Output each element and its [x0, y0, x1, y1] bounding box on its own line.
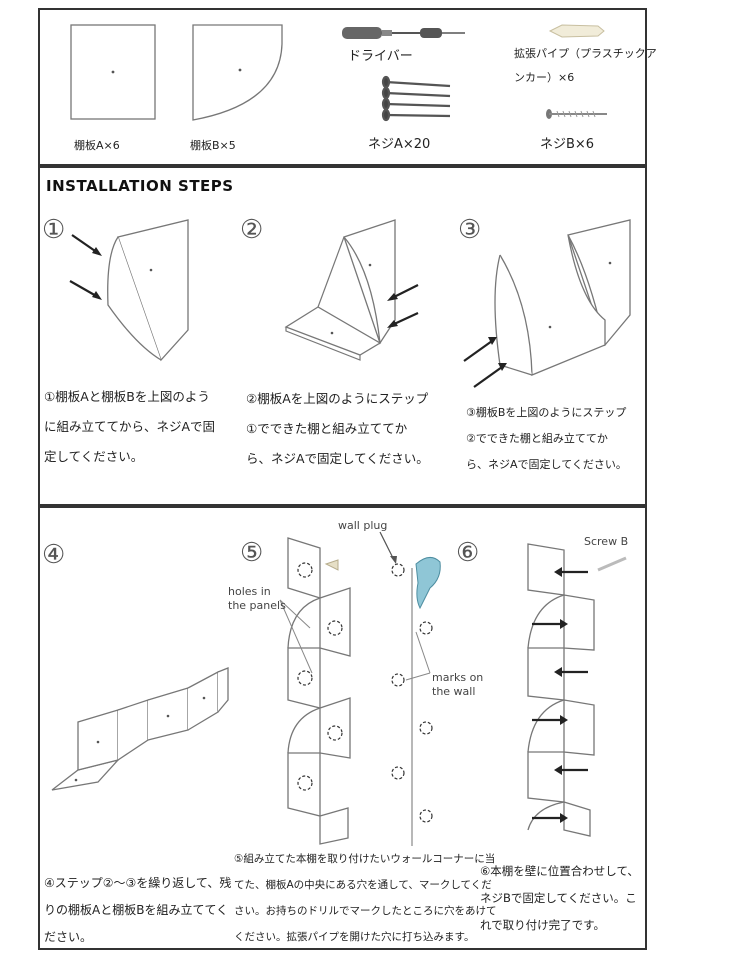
- step-1-text-line: に組み立ててから、ネジAで固: [44, 419, 216, 434]
- step-3-number: ③: [458, 215, 482, 245]
- step-3-text: ③棚板Bを上図のようにステップ ②でできた棚と組み立ててか ら、ネジAで固定して…: [466, 400, 627, 478]
- step-3-text-line: ら、ネジAで固定してください。: [466, 458, 627, 471]
- step-4-text: ④ステップ②～③を繰り返して、残 りの棚板Aと棚板Bを組み立ててく ださい。: [44, 870, 231, 951]
- step-6-text-line: ⑥本棚を壁に位置合わせして、: [480, 864, 639, 878]
- step-1-text: ①棚板Aと棚板Bを上図のよう に組み立ててから、ネジAで固 定してください。: [44, 382, 215, 472]
- step-5-text-line: てた、棚板Aの中央にある穴を通して、マークしてくだ: [234, 879, 492, 891]
- shelf-b-label: 棚板B×5: [190, 139, 236, 152]
- step-2-illustration: [284, 219, 419, 361]
- step-4-illustration: [51, 667, 229, 791]
- step-2-text-line: ①でできた棚と組み立ててか: [246, 421, 408, 436]
- parts-section: [38, 8, 647, 166]
- shelf-a-label: 棚板A×6: [74, 139, 120, 152]
- step-4-number: ④: [42, 540, 66, 570]
- step-4-text-line: ださい。: [44, 930, 93, 944]
- shelf-b-illustration: [192, 24, 283, 121]
- wall-anchor-label-1: 拡張パイプ（プラスチックア: [514, 47, 657, 60]
- steps-4-6-section: [38, 506, 647, 950]
- step-5-text-line: ください。拡張パイプを開けた穴に打ち込みます。: [234, 931, 475, 943]
- step-4-text-line: ④ステップ②～③を繰り返して、残: [44, 876, 232, 890]
- installation-steps-heading: INSTALLATION STEPS: [46, 177, 234, 195]
- step-5-text-line: ⑤組み立てた本棚を取り付けたいウォールコーナーに当: [234, 853, 496, 865]
- marks-annotation-1: marks on: [432, 671, 484, 684]
- step-6-illustration: [527, 543, 627, 837]
- wall-anchor-icon: [548, 24, 605, 38]
- step-5-text: ⑤組み立てた本棚を取り付けたいウォールコーナーに当 てた、棚板Aの中央にある穴を…: [234, 846, 497, 950]
- step-6-text: ⑥本棚を壁に位置合わせして、 ネジBで固定してください。こ れで取り付け完了です…: [480, 858, 639, 939]
- step-5-illustration: [279, 531, 441, 846]
- step-6-text-line: ネジBで固定してください。こ: [480, 891, 637, 905]
- screw-a-label: ネジA×20: [368, 137, 431, 152]
- screw-b-icon: [546, 109, 607, 119]
- wall-anchor-label-2: ンカー）×6: [514, 71, 575, 84]
- step-6-number: ⑥: [456, 538, 480, 568]
- screwdriver-icon: [342, 27, 465, 39]
- step-1-text-line: 定してください。: [44, 449, 144, 464]
- step-1-number: ①: [42, 215, 66, 245]
- step-3-text-line: ③棚板Bを上図のようにステップ: [466, 406, 627, 419]
- step-2-text: ②棚板Aを上図のようにステップ ①でできた棚と組み立ててか ら、ネジAで固定して…: [246, 384, 429, 474]
- screw-a-icon: [381, 75, 451, 122]
- marks-annotation-2: the wall: [432, 685, 476, 698]
- step-3-text-line: ②でできた棚と組み立ててか: [466, 432, 608, 445]
- screw-b-annotation: Screw B: [584, 535, 629, 548]
- holes-annotation-1: holes in: [228, 585, 271, 598]
- holes-annotation-2: the panels: [228, 599, 286, 612]
- step-4-text-line: りの棚板Aと棚板Bを組み立ててく: [44, 903, 229, 917]
- screwdriver-label: ドライバー: [348, 49, 413, 64]
- step-2-text-line: ②棚板Aを上図のようにステップ: [246, 391, 429, 406]
- step-1-text-line: ①棚板Aと棚板Bを上図のよう: [44, 389, 210, 404]
- step-3-illustration: [463, 219, 631, 388]
- step-2-number: ②: [240, 215, 264, 245]
- step-5-number: ⑤: [240, 538, 264, 568]
- screw-b-label: ネジB×6: [540, 137, 595, 152]
- step-5-text-line: さい。お持ちのドリルでマークしたところに穴をあけて: [234, 905, 497, 917]
- step-6-text-line: れで取り付け完了です。: [480, 918, 606, 932]
- shelf-a-illustration: [70, 24, 156, 120]
- step-1-illustration: [69, 219, 189, 362]
- step-2-text-line: ら、ネジAで固定してください。: [246, 451, 429, 466]
- wall-plug-annotation: wall plug: [338, 519, 388, 532]
- steps-1-3-section: [38, 166, 647, 506]
